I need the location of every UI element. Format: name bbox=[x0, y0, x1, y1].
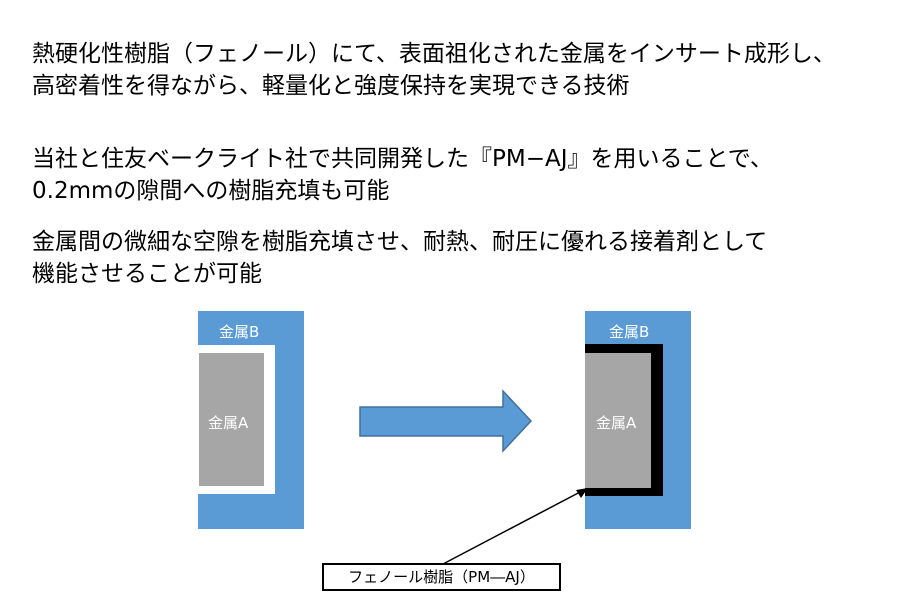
before-metal-b-label: 金属B bbox=[219, 323, 260, 341]
resin-callout-label: フェノール樹脂（PM―AJ） bbox=[348, 568, 535, 586]
paragraph-2-line-2: 0.2mmの隙間への樹脂充填も可能 bbox=[32, 178, 390, 204]
before-assembly bbox=[197, 311, 304, 529]
after-metal-a bbox=[585, 353, 651, 488]
resin-callout-box: フェノール樹脂（PM―AJ） bbox=[322, 563, 561, 591]
paragraph-1-line-2: 高密着性を得ながら、軽量化と強度保持を実現できる技術 bbox=[32, 73, 630, 99]
paragraph-1-line-1: 熱硬化性樹脂（フェノール）にて、表面祖化された金属をインサート成形し、 bbox=[32, 41, 836, 67]
paragraph-3-line-2: 機能させることが可能 bbox=[32, 261, 262, 287]
callout-arrowhead bbox=[576, 488, 588, 498]
before-metal-a-label: 金属A bbox=[208, 414, 249, 432]
description-paragraph-1: 熱硬化性樹脂（フェノール）にて、表面祖化された金属をインサート成形し、 高密着性… bbox=[32, 38, 836, 102]
description-paragraph-3: 金属間の微細な空隙を樹脂充填させ、耐熱、耐圧に優れる接着剤として 機能させること… bbox=[32, 226, 767, 290]
after-metal-a-label: 金属A bbox=[596, 414, 637, 432]
paragraph-3-line-1: 金属間の微細な空隙を樹脂充填させ、耐熱、耐圧に優れる接着剤として bbox=[32, 229, 768, 255]
before-metal-a bbox=[197, 351, 266, 488]
after-metal-b-label: 金属B bbox=[609, 323, 650, 341]
after-assembly bbox=[585, 311, 691, 529]
callout-leader-line bbox=[442, 490, 583, 565]
transform-arrow bbox=[359, 389, 533, 453]
description-paragraph-2: 当社と住友ベークライト社で共同開発した『PM−AJ』を用いることで、 0.2mm… bbox=[32, 143, 773, 207]
paragraph-2-line-1: 当社と住友ベークライト社で共同開発した『PM−AJ』を用いることで、 bbox=[32, 146, 773, 172]
